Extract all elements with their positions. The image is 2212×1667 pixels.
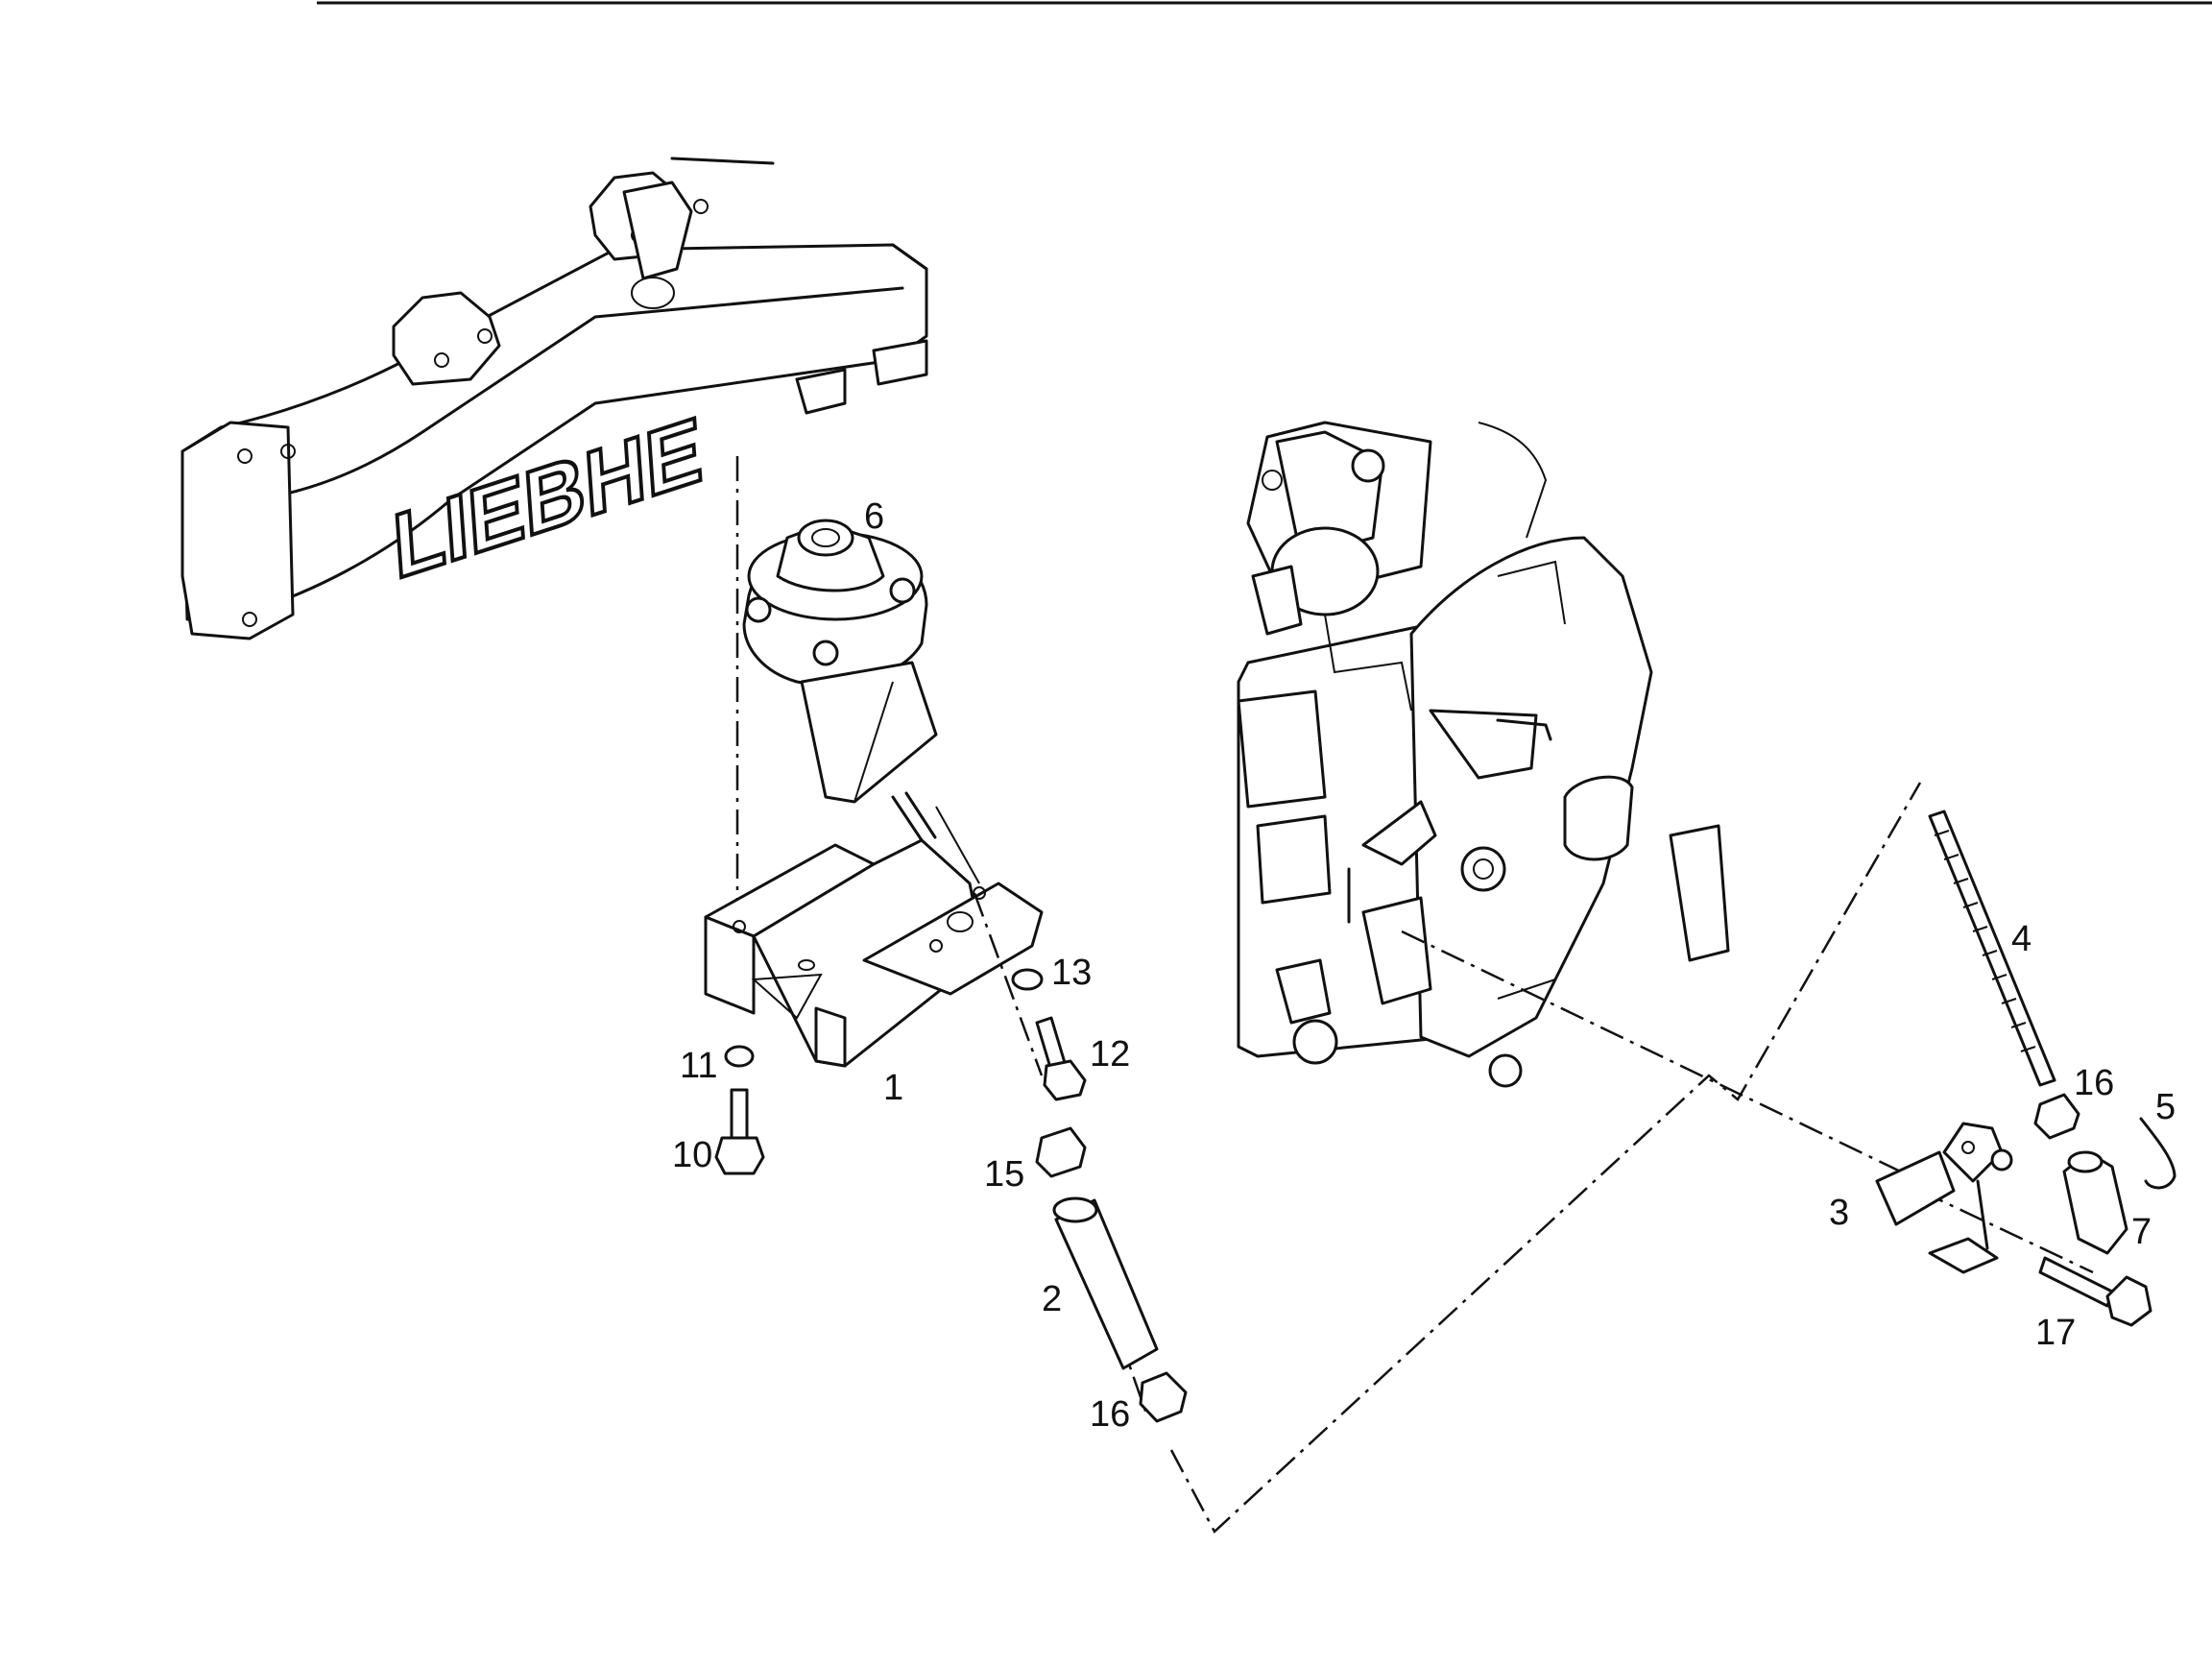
bolt-17: [2038, 1256, 2152, 1327]
washer-11: [724, 1045, 755, 1068]
bolt-12: [1035, 1016, 1087, 1101]
engine-block: [1237, 421, 1730, 1088]
nut-16-right: [2033, 1093, 2080, 1140]
clip: [2139, 1117, 2176, 1190]
callout-13: 13: [1051, 953, 1092, 993]
callout-17: 17: [2035, 1313, 2076, 1353]
lever-clamp: [1875, 1122, 2013, 1274]
bolt-10: [714, 1088, 765, 1175]
callout-11: 11: [680, 1046, 717, 1086]
center-line-bolt: [1919, 1189, 2094, 1274]
bracket: [704, 838, 1044, 1068]
nut-15: [1035, 1126, 1087, 1178]
callout-12: 12: [1090, 1034, 1130, 1075]
callout-16-right: 16: [2074, 1063, 2114, 1103]
callout-6: 6: [864, 496, 884, 537]
nut-16-lower: [1139, 1371, 1188, 1423]
callout-5: 5: [2155, 1087, 2176, 1127]
washer-13: [1011, 968, 1044, 991]
callout-1: 1: [883, 1068, 903, 1108]
callout-16-lower: 16: [1090, 1394, 1130, 1435]
spacer: [1052, 1196, 1159, 1370]
callout-3: 3: [1829, 1193, 1849, 1233]
center-line-lever: [1401, 930, 1911, 1178]
callout-10: 10: [672, 1135, 712, 1175]
actuator: [742, 519, 980, 884]
callout-7: 7: [2131, 1212, 2152, 1252]
callout-4: 4: [2011, 919, 2032, 959]
callout-15: 15: [984, 1154, 1024, 1195]
threaded-rod: [1928, 809, 2056, 1087]
callout-2: 2: [1042, 1279, 1062, 1319]
